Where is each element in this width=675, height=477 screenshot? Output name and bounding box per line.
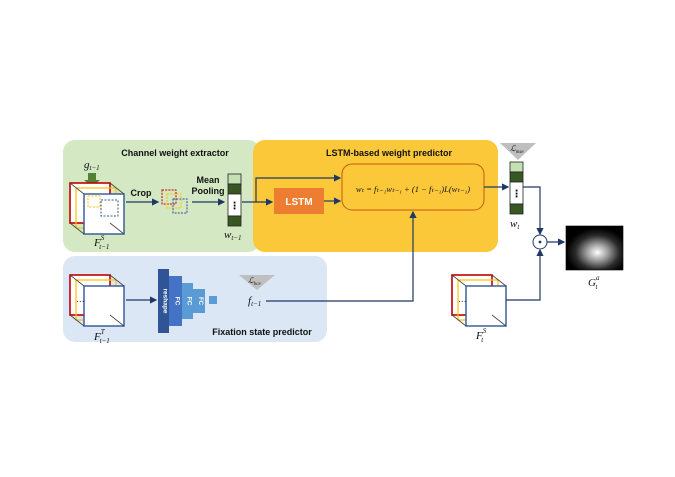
weight-vector-current-dots: ⋮ [512,189,522,200]
mse-loss-label: ℒmse [510,144,524,155]
lstm-weight-predictor-title: LSTM-based weight predictor [326,148,453,158]
weight-vector-prev-dots: ⋮ [230,201,240,212]
crop-label: Crop [131,188,152,198]
pooling-label: Pooling [192,186,225,196]
reshape-layer [158,269,169,333]
fc-layer-2-label: FC [186,297,193,306]
fc-layer-3 [193,289,205,313]
bce-loss-label: ℒbce [248,276,261,287]
wt-label: wt [510,218,520,231]
mean-label: Mean [196,175,219,185]
fixation-state-label: ft−1 [248,295,261,308]
g-label: gt−1 [84,159,100,172]
feature-cube-fs-prev [69,182,125,235]
w-to-formula-arrow [255,174,342,202]
lstm-label: LSTM [285,197,312,208]
feature-cube-ft-prev [69,274,125,327]
weight-vector-prev [227,173,242,227]
wt-to-product-arrow [523,186,544,236]
fc-layer-2 [182,283,193,319]
bce-loss-triangle [239,275,275,290]
fs-current-ellipsis: ... [458,295,467,305]
fixation-state-predictor-title: Fixation state predictor [212,327,312,337]
fc-layer-1 [169,276,182,326]
lstm-block [274,188,324,214]
fixation-to-formula-arrow [266,210,417,302]
output-unit [209,296,217,304]
cropped-feature-cube [161,189,188,214]
update-formula: wₜ = fₜ₋₁wₜ₋₁ + (1 − fₜ₋₁)L(wₜ₋₁) [356,184,470,194]
w-prev-label: wt−1 [224,229,242,242]
reshape-label: reshape [162,289,169,314]
ft-prev-ellipsis: ... [76,295,85,305]
attention-map [565,225,624,271]
mse-loss-triangle [500,143,536,160]
weight-vector-current [509,161,524,215]
fs-current-to-product-arrow [506,248,544,301]
feature-cube-fs-current [451,274,507,327]
fc-layer-3-label: FC [197,297,203,306]
odot-center [538,240,542,244]
channel-weight-extractor-title: Channel weight extractor [121,148,229,158]
fc-layer-1-label: FC [174,297,181,306]
